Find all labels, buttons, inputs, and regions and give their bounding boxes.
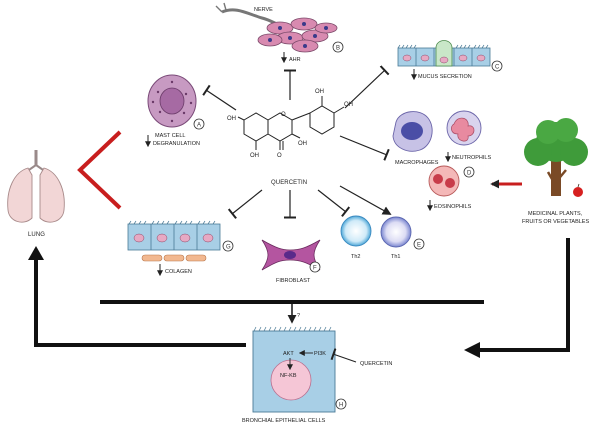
marker-f-label: F (313, 266, 317, 272)
feedback-to-lung-arrowhead (28, 246, 44, 260)
marker-e-circle (413, 238, 425, 250)
hydroxyl-5-label: OH (250, 153, 259, 159)
marker-d-label: D (467, 171, 472, 177)
fibroblast-cell (261, 239, 321, 271)
marker-g-circle (222, 240, 234, 252)
mast-cell (147, 74, 197, 128)
marker-a-label: A (197, 123, 201, 129)
nerve-label: NERVE (254, 7, 273, 13)
nerve-cells (215, 2, 338, 53)
inhibit-colagen-line (227, 189, 263, 219)
nfkb-label: NF-KB (280, 373, 297, 379)
marker-f-circle (309, 261, 321, 273)
ahr-label: AHR (289, 57, 301, 63)
medicinal-label-1: MEDICINAL PLANTS, (528, 211, 583, 217)
red-bracket (77, 130, 122, 210)
tree-image (524, 118, 588, 197)
hydroxyl-3-label: OH (298, 141, 307, 147)
akt-label: AKT (283, 351, 294, 357)
mucus-epithelium (397, 40, 491, 67)
inhibit-macrophage-line (339, 135, 390, 161)
marker-b-circle (332, 41, 344, 53)
quercetin-center-label: QUERCETIN (271, 180, 307, 186)
bronchial-epithelial-cell (252, 326, 336, 413)
marker-d-circle (463, 166, 475, 178)
eosinophil-cell (428, 165, 460, 197)
neutrophil-cell (446, 110, 482, 146)
inhibit-mucus-line (344, 65, 390, 109)
medicinal-label-2: FRUITS OR VEGETABLES (522, 219, 589, 225)
inhibition-lines (202, 65, 392, 219)
th1-label: Th1 (391, 254, 400, 260)
marker-a-circle (193, 118, 205, 130)
th2-cell (340, 215, 372, 247)
marker-h-circle (335, 398, 347, 410)
plants-to-epithelium-arrowhead (464, 342, 480, 358)
mast-label-2: DEGRANULATION (153, 141, 200, 147)
bronchial-label: BRONCHIAL EPITHELIAL CELLS (242, 418, 326, 424)
quercetin-molecule (237, 96, 345, 150)
promote-th1-arrow (339, 185, 392, 215)
marker-b-label: B (336, 46, 340, 52)
macrophage-cell (392, 111, 433, 152)
marker-c-label: C (495, 65, 500, 71)
marker-h-label: H (339, 403, 343, 409)
th2-label: Th2 (351, 254, 360, 260)
hydroxyl-7-label: OH (227, 116, 236, 122)
fibroblast-label: FIBROBLAST (276, 278, 311, 284)
marker-c-circle (491, 60, 503, 72)
mucus-label: MUCUS SECRETION (418, 74, 472, 80)
inhibit-pi3k-line (330, 348, 357, 363)
macrophages-label: MACROPHAGES (395, 160, 439, 166)
colagen-epithelium (127, 220, 221, 262)
feedback-to-lung-line (34, 256, 246, 347)
marker-e-label: E (417, 243, 421, 249)
ring-oxygen-label: O (281, 112, 286, 118)
carbonyl-oxygen-label: O (277, 153, 282, 159)
mast-label-1: MAST CELL (155, 133, 185, 139)
lung-label: LUNG (28, 232, 45, 238)
colagen-label: COLAGEN (165, 269, 192, 275)
pi3k-label: PI3K (314, 351, 326, 357)
plants-to-epithelium-line (478, 238, 570, 352)
hydroxyl-3prime-label: OH (315, 89, 324, 95)
eosinophils-label: EOSINOPHILS (434, 204, 472, 210)
question-label: ? (297, 313, 300, 319)
neutrophils-label: NEUTROPHILS (452, 155, 491, 161)
inhibit-mast-cell-line (202, 84, 237, 111)
th1-cell (380, 216, 412, 248)
quercetin-pathway-label: QUERCETIN (360, 361, 392, 367)
inhibit-th2-line (317, 189, 351, 218)
lung-image (7, 150, 65, 223)
marker-g-label: G (226, 245, 231, 251)
